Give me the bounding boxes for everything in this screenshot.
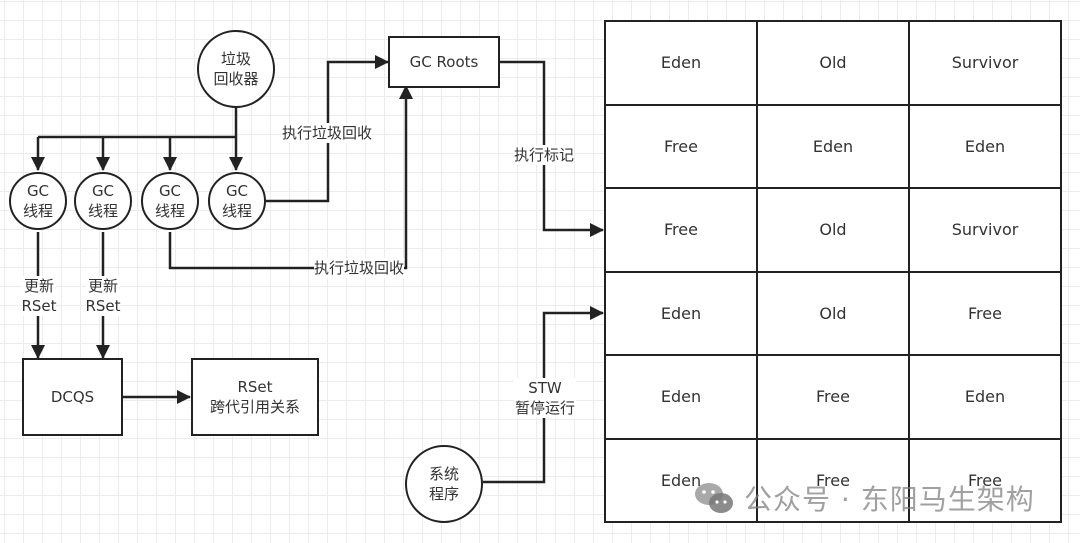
- rset-line1: RSet: [237, 378, 273, 396]
- edge-label-stw: STW 暂停运行: [514, 378, 576, 418]
- update-rset-2-line1: 更新: [87, 277, 118, 295]
- update-rset-1-line2: RSet: [21, 297, 57, 315]
- edge-label-exec-mark: 执行标记: [514, 145, 575, 165]
- update-rset-1-line1: 更新: [23, 277, 54, 295]
- heap-region-cell[interactable]: Old: [756, 187, 910, 273]
- watermark-text: 公众号 · 东阳马生架构: [744, 483, 1035, 516]
- heap-region-cell[interactable]: Eden: [908, 103, 1062, 189]
- dcqs-label: DCQS: [50, 388, 95, 406]
- edge-label-exec-gc-upper: 执行垃圾回收: [282, 123, 373, 143]
- edge-label-exec-gc-lower: 执行垃圾回收: [314, 258, 405, 278]
- watermark: 公众号 · 东阳马生架构: [694, 478, 1035, 518]
- gc-collector-node[interactable]: 垃圾 回收器: [197, 30, 275, 108]
- gc-thread-node-1[interactable]: GC 线程: [9, 172, 67, 230]
- update-rset-2-line2: RSet: [85, 297, 121, 315]
- gc-thread-line1: GC: [91, 182, 115, 200]
- gc-thread-line2: 线程: [87, 202, 118, 220]
- heap-region-cell[interactable]: Free: [756, 437, 910, 523]
- gc-thread-node-4[interactable]: GC 线程: [208, 172, 266, 230]
- heap-region-cell[interactable]: Old: [756, 20, 910, 106]
- gc-roots-node[interactable]: GC Roots: [388, 36, 500, 88]
- heap-region-cell[interactable]: Old: [756, 270, 910, 356]
- stw-line1: STW: [528, 379, 562, 397]
- gc-thread-line1: GC: [225, 182, 249, 200]
- gc-thread-line1: GC: [26, 182, 50, 200]
- rset-node[interactable]: RSet 跨代引用关系: [191, 358, 319, 436]
- heap-region-cell[interactable]: Free: [756, 354, 910, 440]
- heap-region-cell[interactable]: Eden: [604, 20, 758, 106]
- gc-thread-node-3[interactable]: GC 线程: [141, 172, 199, 230]
- gc-collector-line2: 回收器: [213, 70, 259, 88]
- system-program-line2: 程序: [428, 485, 459, 503]
- edge-label-update-rset-1: 更新 RSet: [21, 276, 57, 316]
- heap-region-cell[interactable]: Eden: [604, 270, 758, 356]
- heap-region-cell[interactable]: Eden: [756, 103, 910, 189]
- gc-thread-line2: 线程: [22, 202, 53, 220]
- gc-collector-line1: 垃圾: [220, 50, 251, 68]
- heap-region-cell[interactable]: Eden: [604, 354, 758, 440]
- heap-region-cell[interactable]: Eden: [604, 437, 758, 523]
- heap-region-cell[interactable]: Free: [908, 437, 1062, 523]
- gc-roots-label: GC Roots: [409, 53, 479, 71]
- dcqs-node[interactable]: DCQS: [22, 358, 123, 436]
- system-program-node[interactable]: 系统 程序: [405, 445, 483, 523]
- heap-region-cell[interactable]: Free: [604, 187, 758, 273]
- stw-line2: 暂停运行: [514, 399, 575, 417]
- heap-region-cell[interactable]: Free: [604, 103, 758, 189]
- wechat-icon: [695, 483, 733, 513]
- gc-thread-node-2[interactable]: GC 线程: [74, 172, 132, 230]
- heap-region-cell[interactable]: Survivor: [908, 187, 1062, 273]
- gc-thread-line1: GC: [158, 182, 182, 200]
- gc-thread-line2: 线程: [221, 202, 252, 220]
- edge-label-update-rset-2: 更新 RSet: [85, 276, 121, 316]
- heap-region-cell[interactable]: Free: [908, 270, 1062, 356]
- heap-region-cell[interactable]: Eden: [908, 354, 1062, 440]
- system-program-line1: 系统: [428, 465, 459, 483]
- heap-region-cell[interactable]: Survivor: [908, 20, 1062, 106]
- gc-thread-line2: 线程: [154, 202, 185, 220]
- rset-line2: 跨代引用关系: [209, 398, 300, 416]
- edge-thread3-to-gcroots: [168, 85, 413, 270]
